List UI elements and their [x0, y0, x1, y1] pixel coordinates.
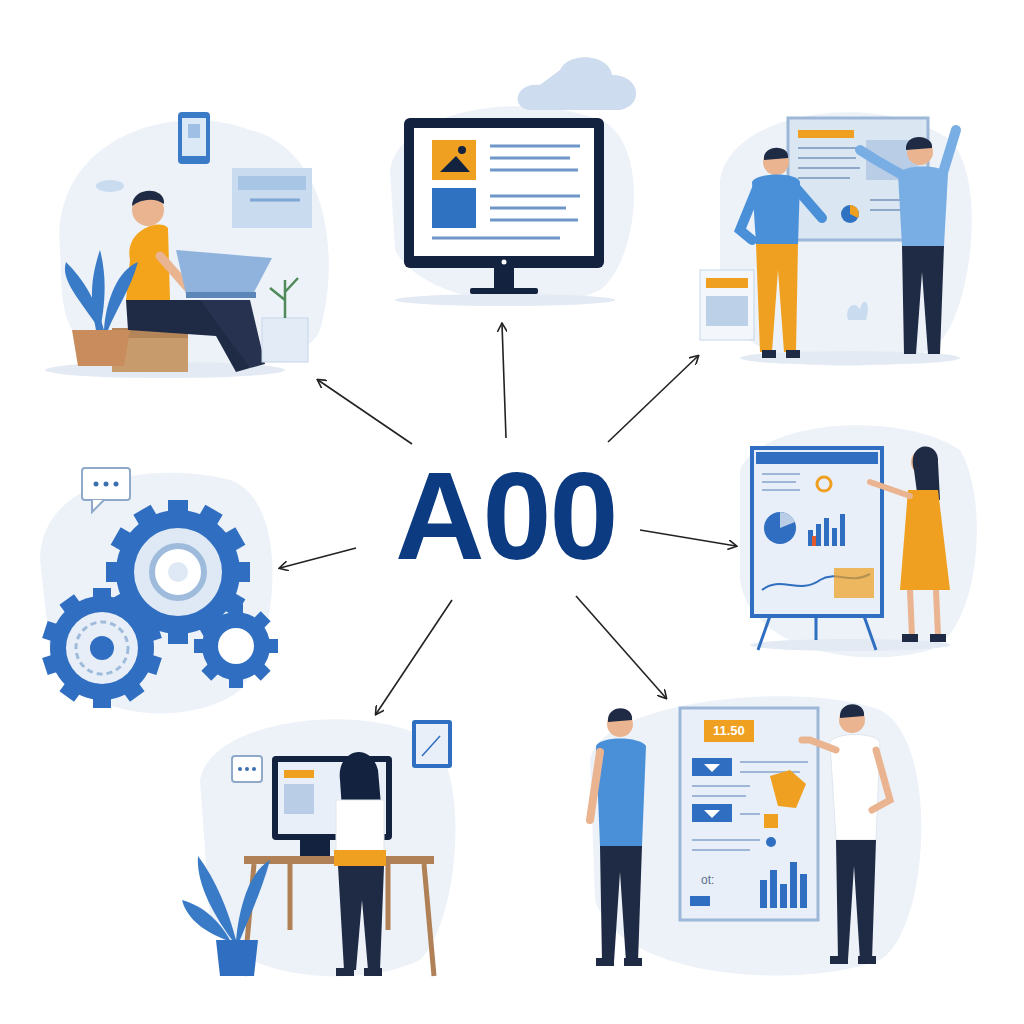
board-note: ot: — [698, 872, 717, 888]
central-title: A00 — [395, 454, 616, 578]
board-number: 11.50 — [710, 722, 748, 740]
